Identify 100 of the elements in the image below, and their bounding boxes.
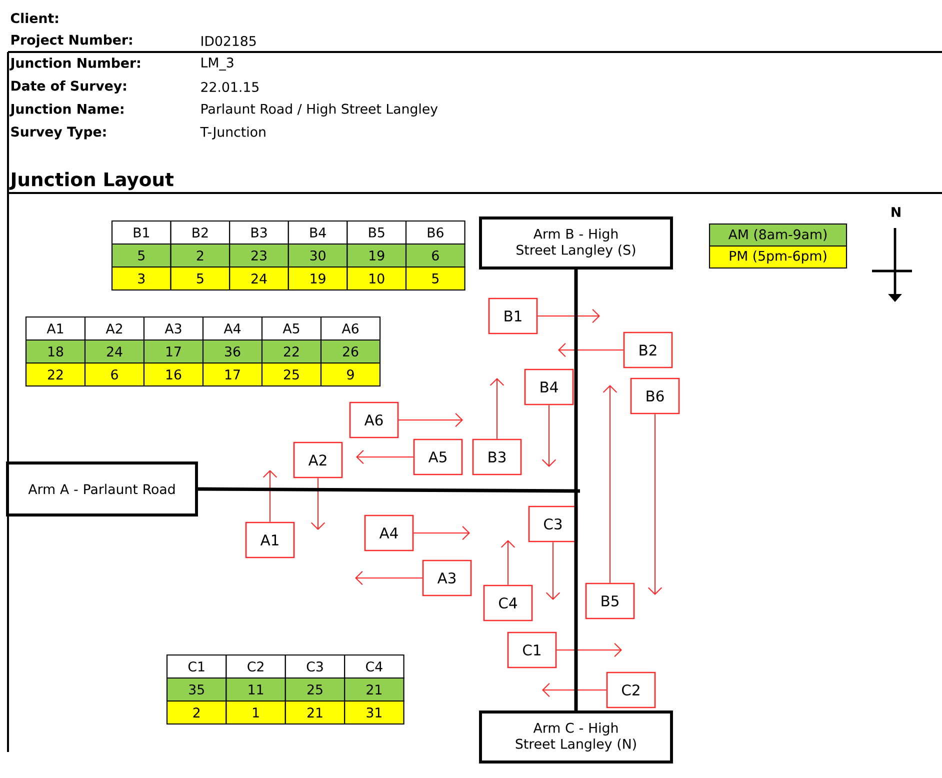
table-cell: B2 [170, 220, 230, 245]
table-cell: 31 [344, 700, 404, 725]
field-value: Parlaunt Road / High Street Langley [202, 104, 438, 116]
table-cell: 24 [84, 339, 145, 364]
table-cell: 19 [288, 266, 348, 291]
arrow [398, 412, 463, 428]
field-label: Junction Number: [10, 58, 140, 70]
field-label: Client: [10, 12, 58, 24]
table-cell: 5 [170, 266, 230, 291]
field-label: Survey Type: [11, 126, 106, 140]
movement-box: B2 [623, 332, 673, 368]
arrow [414, 526, 470, 540]
table-cell: 22 [25, 362, 86, 387]
legend-item: AM (8am-9am) [708, 223, 848, 247]
table-cell: 9 [320, 362, 381, 387]
movement-box: B4 [524, 368, 574, 406]
table-cell: 1 [226, 700, 286, 725]
movement-box: A1 [245, 522, 295, 558]
table-cell: 2 [170, 243, 230, 268]
table-cell: 21 [284, 700, 346, 725]
table-cell: 3 [111, 266, 172, 291]
table-cell: 5 [111, 243, 172, 268]
field-value: ID02185 [202, 36, 256, 46]
table-cell: B1 [111, 220, 172, 245]
arrow [556, 642, 622, 658]
field-label: Date of Survey: [12, 80, 126, 94]
movement-box: A2 [293, 442, 343, 478]
road-name-box: Arm B - High Street Langley (S) [479, 216, 673, 270]
field-value: T-Junction [200, 126, 266, 140]
arrow [648, 414, 662, 595]
table-cell: A3 [143, 316, 204, 341]
table-cell: 17 [143, 339, 204, 364]
table-cell: 6 [405, 243, 466, 268]
table-cell: 35 [166, 677, 227, 702]
table-cell: 11 [226, 677, 286, 702]
table-cell: B5 [346, 220, 407, 245]
section-heading: Junction Layout [9, 172, 174, 190]
table-cell: 21 [344, 677, 404, 702]
arrow [602, 385, 618, 583]
movement-box: C1 [507, 632, 557, 668]
movement-box: B6 [630, 378, 680, 414]
table-cell: B6 [405, 220, 466, 245]
table-cell: A6 [320, 316, 381, 341]
movement-box: C3 [528, 506, 578, 542]
arrow [558, 342, 624, 358]
movement-box: B1 [488, 298, 538, 334]
table-cell: 17 [202, 362, 263, 387]
legend-item: PM (5pm-6pm) [708, 245, 848, 269]
table-cell: C3 [284, 654, 346, 679]
arrow [262, 470, 278, 522]
compass-letter: N [892, 207, 900, 217]
movement-box: C4 [483, 584, 533, 622]
movement-box: B3 [472, 438, 522, 476]
table-cell: A4 [202, 316, 263, 341]
movement-box: A5 [413, 438, 463, 476]
movement-box: A3 [422, 560, 472, 596]
table-cell: 23 [229, 243, 289, 268]
table-cell: 24 [229, 266, 289, 291]
road-name-box: Arm A - Parlaunt Road [6, 462, 198, 516]
arrow [500, 540, 516, 585]
table-cell: 26 [320, 339, 381, 364]
table-cell: 30 [288, 243, 348, 268]
table-cell: 36 [202, 339, 263, 364]
road-line [574, 269, 578, 711]
movement-box: A6 [349, 402, 399, 438]
table-cell: 16 [143, 362, 204, 387]
table-cell: 10 [346, 266, 407, 291]
arrow [490, 378, 504, 439]
table-cell: 25 [261, 362, 322, 387]
table-cell: B4 [288, 220, 348, 245]
arrow [546, 542, 560, 600]
table-cell: 5 [405, 266, 466, 291]
movement-box: C2 [606, 672, 656, 708]
table-cell: 6 [84, 362, 145, 387]
arrow [355, 570, 422, 586]
field-label: Project Number: [12, 34, 132, 48]
table-cell: C2 [226, 654, 286, 679]
table-cell: 19 [346, 243, 407, 268]
arrow [310, 478, 326, 530]
arrow [538, 308, 600, 324]
movement-box: A4 [364, 514, 414, 552]
field-label: Junction Name: [10, 104, 124, 116]
arrow [542, 405, 556, 467]
field-value: LM_3 [202, 57, 234, 71]
table-cell: 2 [166, 700, 227, 725]
movement-box: B5 [585, 582, 635, 620]
table-cell: 25 [284, 677, 346, 702]
table-cell: C4 [344, 654, 404, 679]
field-value: 22.01.15 [201, 82, 258, 92]
table-cell: 22 [261, 339, 322, 364]
table-cell: C1 [166, 654, 227, 679]
table-cell: A5 [261, 316, 322, 341]
table-cell: 18 [25, 339, 86, 364]
road-name-box: Arm C - High Street Langley (N) [479, 710, 673, 764]
arrow [356, 450, 414, 464]
table-cell: B3 [229, 220, 289, 245]
table-cell: A2 [84, 316, 145, 341]
arrow [542, 682, 606, 698]
table-cell: A1 [25, 316, 86, 341]
road-line [198, 487, 580, 493]
